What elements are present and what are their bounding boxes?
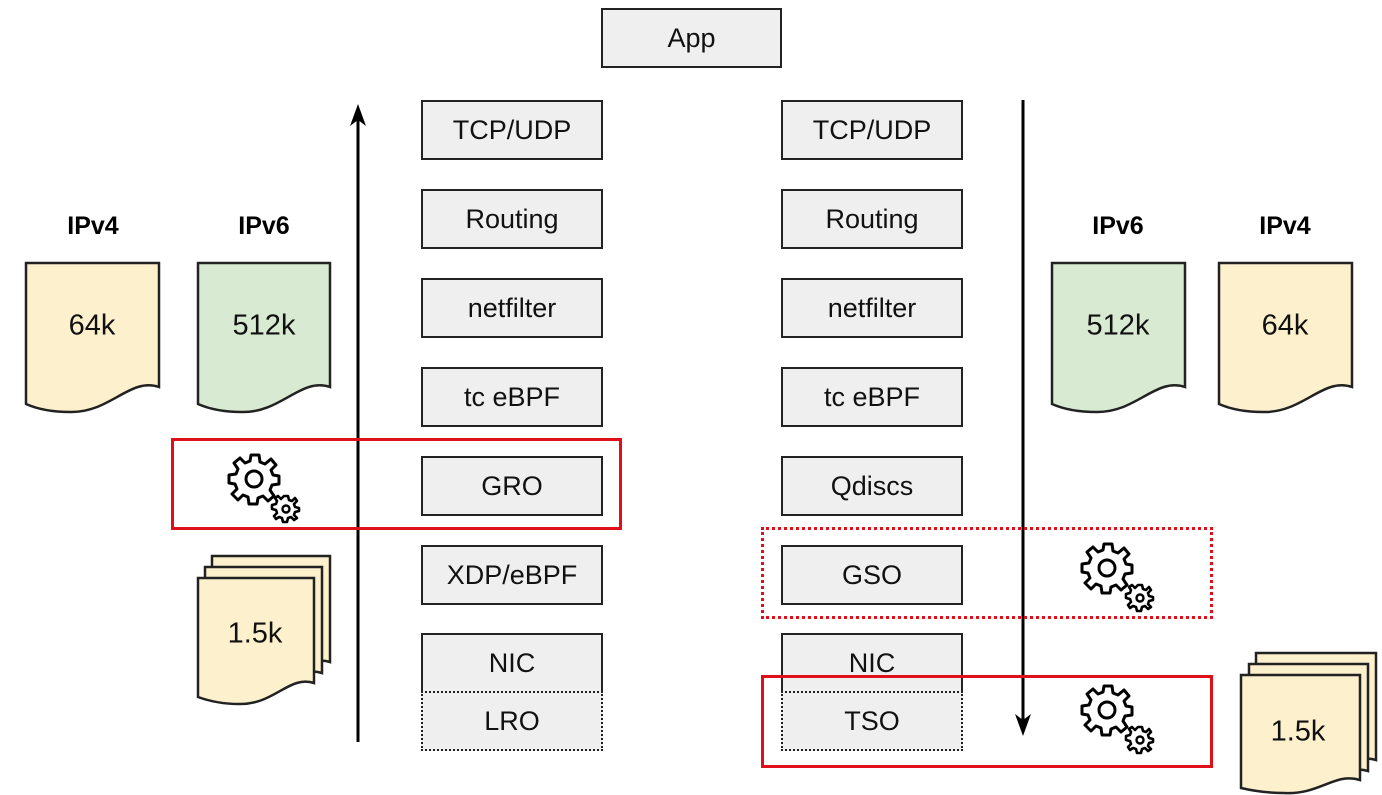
tso-highlight-frame: [761, 675, 1213, 768]
left-segment-size: 1.5k: [227, 617, 283, 650]
rx-layer-xdp-ebpf: XDP/eBPF: [421, 545, 603, 605]
left-segments-stack-icon: [196, 554, 332, 706]
left-ipv6-label: IPv6: [238, 212, 290, 240]
rx-layer-routing: Routing: [421, 189, 603, 249]
rx-layer-nic: NIC: [421, 633, 603, 693]
tx-layer-tc-ebpf: tc eBPF: [781, 367, 963, 427]
right-ipv4-document-icon: [1217, 261, 1354, 414]
right-segment-size: 1.5k: [1270, 715, 1326, 748]
rx-layer-lro: LRO: [421, 691, 603, 751]
left-ipv4-document-icon: [24, 261, 161, 414]
rx-layer-netfilter: netfilter: [421, 278, 603, 338]
tx-layer-tso: TSO: [781, 691, 963, 751]
tx-layer-gso: GSO: [781, 545, 963, 605]
app-label: App: [667, 22, 716, 53]
right-segments-stack-icon: [1239, 651, 1378, 795]
app-box: App: [601, 8, 782, 68]
gro-highlight-frame: [171, 438, 622, 530]
rx-layer-tcp-udp: TCP/UDP: [421, 100, 603, 160]
left-ipv6-size: 512k: [232, 309, 296, 342]
receive-direction-arrow: [350, 104, 366, 742]
left-ipv6-document-icon: [196, 261, 332, 414]
right-ipv6-size: 512k: [1086, 309, 1150, 342]
rx-layer-gro: GRO: [421, 456, 603, 516]
left-ipv4-label: IPv4: [67, 212, 119, 240]
transmit-direction-arrow: [1015, 100, 1031, 736]
right-ipv6-label: IPv6: [1092, 212, 1144, 240]
tx-layer-qdiscs: Qdiscs: [781, 456, 963, 516]
tx-layer-tcp-udp: TCP/UDP: [781, 100, 963, 160]
right-ipv4-size: 64k: [1261, 309, 1309, 342]
rx-layer-tc-ebpf: tc eBPF: [421, 367, 603, 427]
tx-layer-netfilter: netfilter: [781, 278, 963, 338]
gso-highlight-frame: [761, 527, 1213, 619]
left-ipv4-size: 64k: [68, 309, 116, 342]
tx-layer-routing: Routing: [781, 189, 963, 249]
right-ipv4-label: IPv4: [1259, 212, 1311, 240]
right-ipv6-document-icon: [1050, 261, 1187, 414]
